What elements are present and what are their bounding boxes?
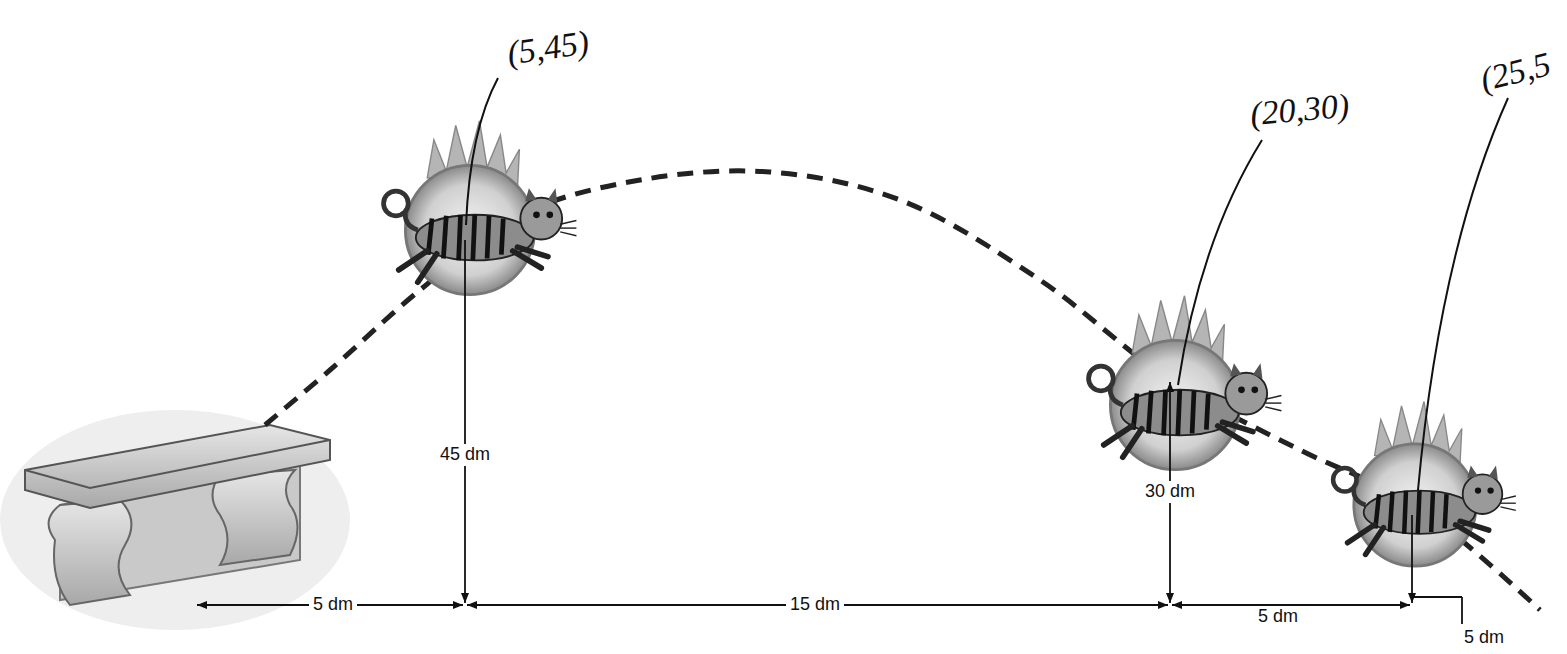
dimension-label: 5 dm [309, 594, 357, 616]
dimension-label: 15 dm [786, 594, 844, 616]
dimension-label: 30 dm [1141, 481, 1199, 503]
coordinate-note: (25,5 [1474, 45, 1556, 99]
dimension-label: 5 dm [1460, 627, 1508, 649]
coordinate-note: (5,45) [503, 23, 594, 72]
coordinate-note: (20,30) [1247, 87, 1353, 133]
hoop-tiger [384, 121, 577, 295]
bench [0, 410, 350, 630]
leader-lines [466, 78, 1508, 490]
dimension-label: 45 dm [436, 444, 494, 466]
hoop-tiger [1089, 296, 1282, 470]
dimension-lines [197, 240, 1462, 624]
dimension-label: 5 dm [1254, 606, 1302, 628]
